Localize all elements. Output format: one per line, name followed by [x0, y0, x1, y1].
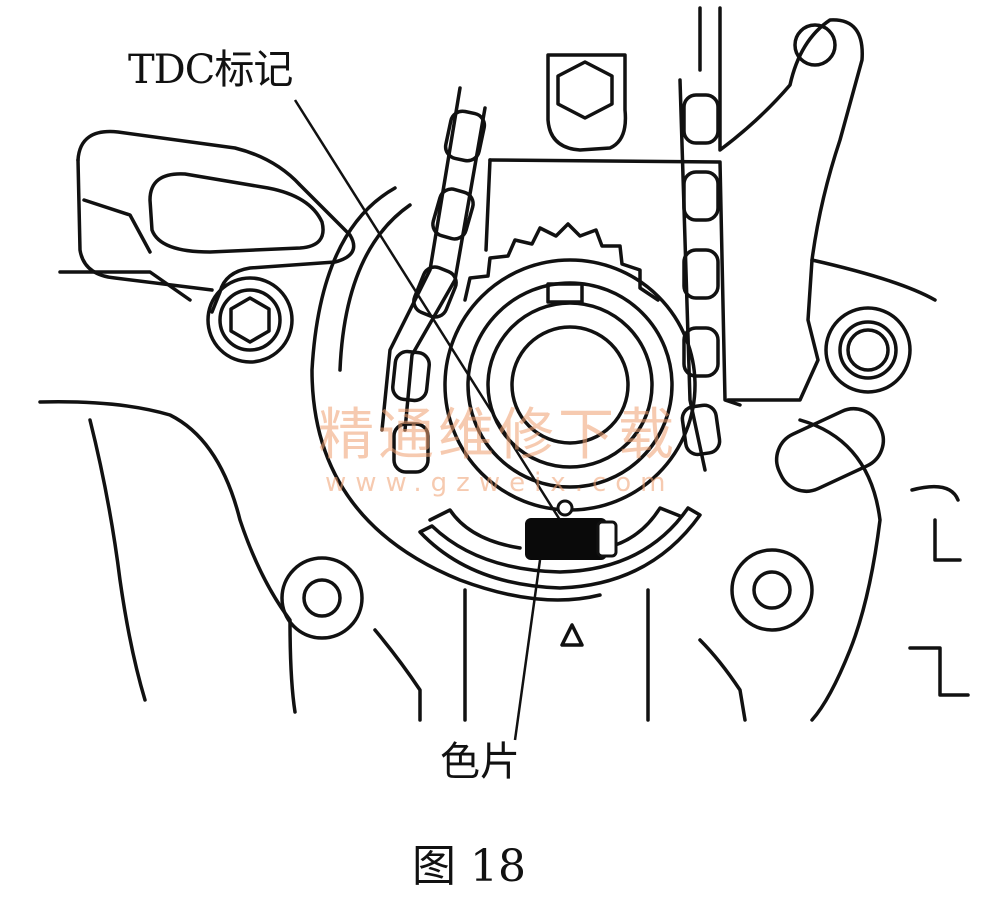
- left-chain-links: [391, 109, 487, 474]
- top-bolt: [546, 53, 628, 152]
- lower-right-bolt: [730, 548, 814, 632]
- left-bolt: [206, 276, 294, 364]
- figure-caption: 图 18: [412, 841, 526, 892]
- crank-key: [546, 282, 584, 304]
- right-bolt: [824, 306, 912, 394]
- left-bracket-outline: [76, 129, 356, 314]
- top-right-arm-hole: [793, 23, 837, 67]
- color-piece-label: 色片: [440, 739, 520, 785]
- lower-left-bolt: [280, 556, 364, 640]
- right-slot: [774, 407, 886, 493]
- lower-right-body: [646, 588, 747, 722]
- triangle-mark: [560, 623, 584, 647]
- right-chain-links: [680, 93, 722, 457]
- cover-arc: [310, 186, 602, 602]
- crank-sprocket-teeth: [463, 222, 660, 302]
- tensioner-housing: [488, 158, 742, 407]
- lower-centre-body: [373, 588, 467, 722]
- lower-guide-crescent: [418, 506, 702, 590]
- tdc-mark-label: TDC标记: [128, 47, 293, 93]
- crank-hub: [510, 325, 630, 445]
- left-bracket-lower-edge: [76, 158, 214, 292]
- tensioner-housing-left: [484, 158, 492, 252]
- right-edge-bracket: [908, 484, 970, 697]
- left-bracket-slot: [148, 172, 325, 254]
- right-frame-line: [698, 6, 937, 302]
- watermark-url: www.gzweix.com: [325, 468, 675, 498]
- top-right-arm: [718, 6, 864, 402]
- left-bracket-step: [82, 198, 152, 254]
- left-edge-line: [58, 270, 192, 302]
- cover-arc-inner: [338, 203, 412, 372]
- color-piece-marker: [525, 499, 618, 560]
- left-guide-rail: [380, 86, 462, 432]
- lower-left-body: [38, 400, 297, 714]
- tdc-leader-line: [293, 99, 562, 521]
- color-piece-leader-line: [513, 559, 542, 741]
- lower-right-outer: [798, 418, 882, 722]
- watermark-text: 精通维修下载: [318, 403, 678, 468]
- lower-left-edge: [88, 418, 147, 702]
